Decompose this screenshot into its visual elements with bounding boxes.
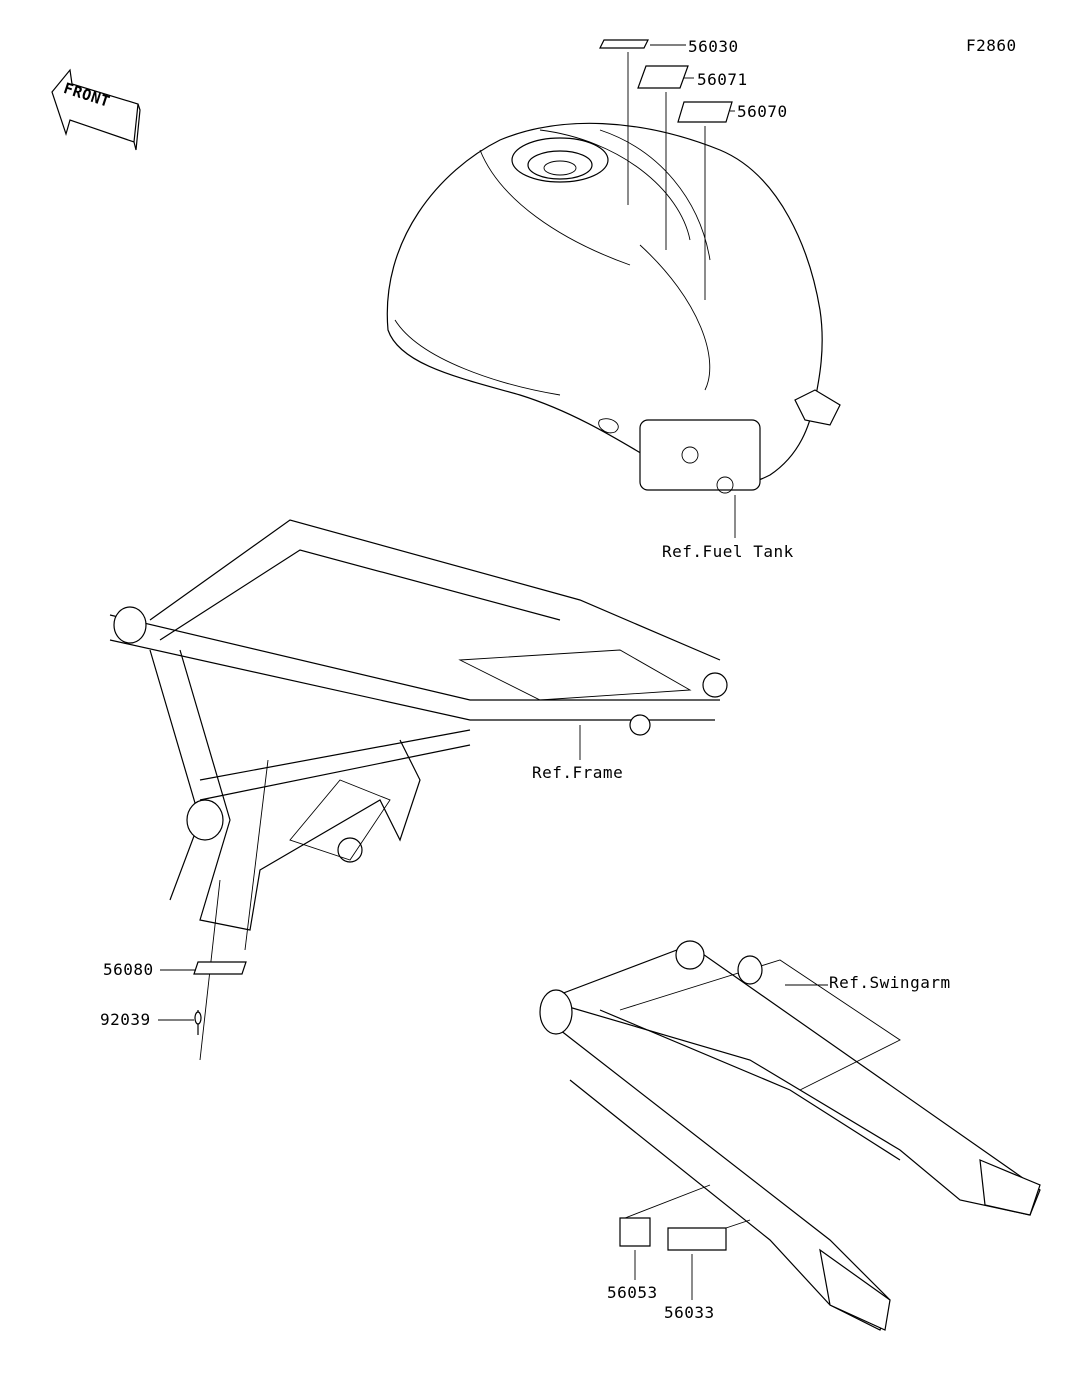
label-56053-decal bbox=[619, 1217, 651, 1280]
callout-56070[interactable]: 56070 bbox=[737, 102, 788, 121]
label-56080-decal bbox=[160, 961, 247, 975]
front-arrow-icon bbox=[51, 68, 141, 151]
label-56071-decal bbox=[637, 65, 694, 250]
callout-56071[interactable]: 56071 bbox=[697, 70, 748, 89]
label-56070-decal bbox=[677, 101, 735, 300]
fuel-tank-drawing bbox=[386, 122, 841, 538]
ref-swingarm[interactable]: Ref.Swingarm bbox=[829, 973, 951, 992]
label-56033-decal bbox=[667, 1227, 727, 1300]
callout-56080[interactable]: 56080 bbox=[103, 960, 154, 979]
ref-frame[interactable]: Ref.Frame bbox=[532, 763, 624, 782]
diagram-code: F2860 bbox=[966, 36, 1017, 55]
callout-92039[interactable]: 92039 bbox=[100, 1010, 151, 1029]
callout-56053[interactable]: 56053 bbox=[607, 1283, 658, 1302]
label-56030-decal bbox=[599, 39, 686, 205]
frame-drawing bbox=[109, 519, 728, 1061]
callout-56033[interactable]: 56033 bbox=[664, 1303, 715, 1322]
ref-fuel-tank[interactable]: Ref.Fuel Tank bbox=[662, 542, 794, 561]
rivet-92039 bbox=[158, 1010, 202, 1035]
callout-56030[interactable]: 56030 bbox=[688, 37, 739, 56]
swingarm-drawing bbox=[539, 940, 1041, 1331]
